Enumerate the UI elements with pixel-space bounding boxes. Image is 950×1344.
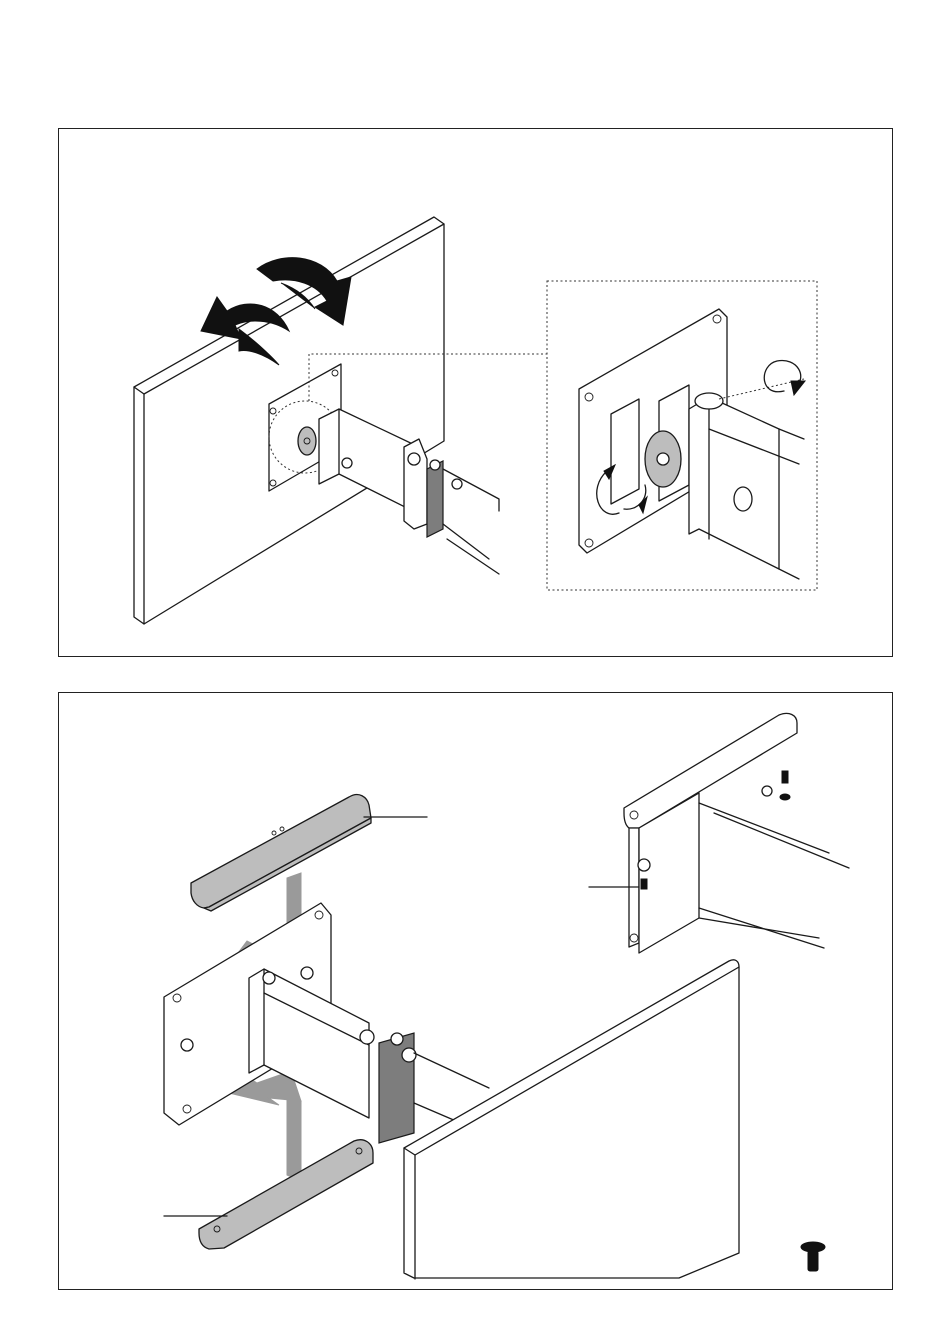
screw-icon bbox=[801, 1242, 825, 1271]
mount-arm bbox=[249, 969, 489, 1143]
bottom-cover-part bbox=[164, 1140, 373, 1249]
mount-detail-zoom bbox=[589, 713, 849, 953]
tilt-adjustment-illustration bbox=[59, 129, 894, 658]
cover-installation-panel bbox=[58, 692, 893, 1290]
cover-installation-illustration bbox=[59, 693, 894, 1291]
tilt-adjustment-panel bbox=[58, 128, 893, 657]
top-cover-part bbox=[191, 795, 427, 911]
mount-detail-zoom bbox=[579, 309, 804, 579]
display-panel bbox=[404, 960, 739, 1279]
